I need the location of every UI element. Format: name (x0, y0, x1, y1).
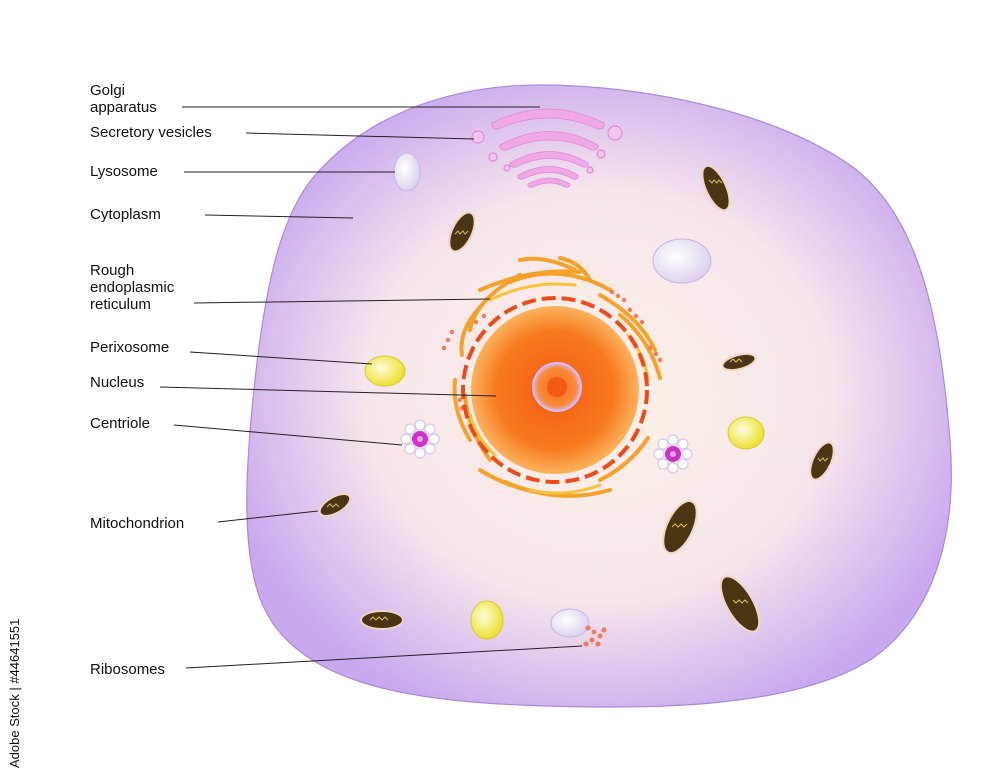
watermark-text: Adobe Stock | #44641551 (7, 618, 22, 768)
label-golgi-apparatus: Golgi apparatus (90, 82, 157, 116)
golgi-apparatus (491, 108, 605, 188)
label-perixosome: Perixosome (90, 339, 170, 356)
mitochondrion-cristae (326, 179, 829, 621)
label-lysosome: Lysosome (90, 163, 158, 180)
nucleolus-core (547, 377, 567, 397)
lysosome (393, 152, 712, 638)
leader-lines (159, 106, 583, 669)
label-secretory-vesicles: Secretory vesicles (90, 124, 212, 141)
er-ribosomes (441, 289, 663, 411)
label-rough-er: Rough endoplasmic reticulum (90, 262, 175, 313)
free-ribosomes (583, 625, 607, 647)
label-mitochondrion: Mitochondrion (90, 515, 185, 532)
mitochondrion (318, 164, 835, 633)
peroxisome (364, 355, 765, 640)
label-cytoplasm: Cytoplasm (90, 206, 161, 223)
rough-endoplasmic-reticulum (452, 256, 662, 498)
centriole (653, 434, 693, 474)
centriole (400, 419, 440, 459)
nuclear-envelope (461, 296, 649, 484)
label-nucleus: Nucleus (90, 374, 145, 391)
secretory-vesicles (471, 125, 623, 174)
stock-watermark: Adobe Stock | #44641551 (6, 548, 28, 768)
label-centriole: Centriole (90, 415, 151, 432)
label-ribosomes: Ribosomes (90, 661, 166, 678)
